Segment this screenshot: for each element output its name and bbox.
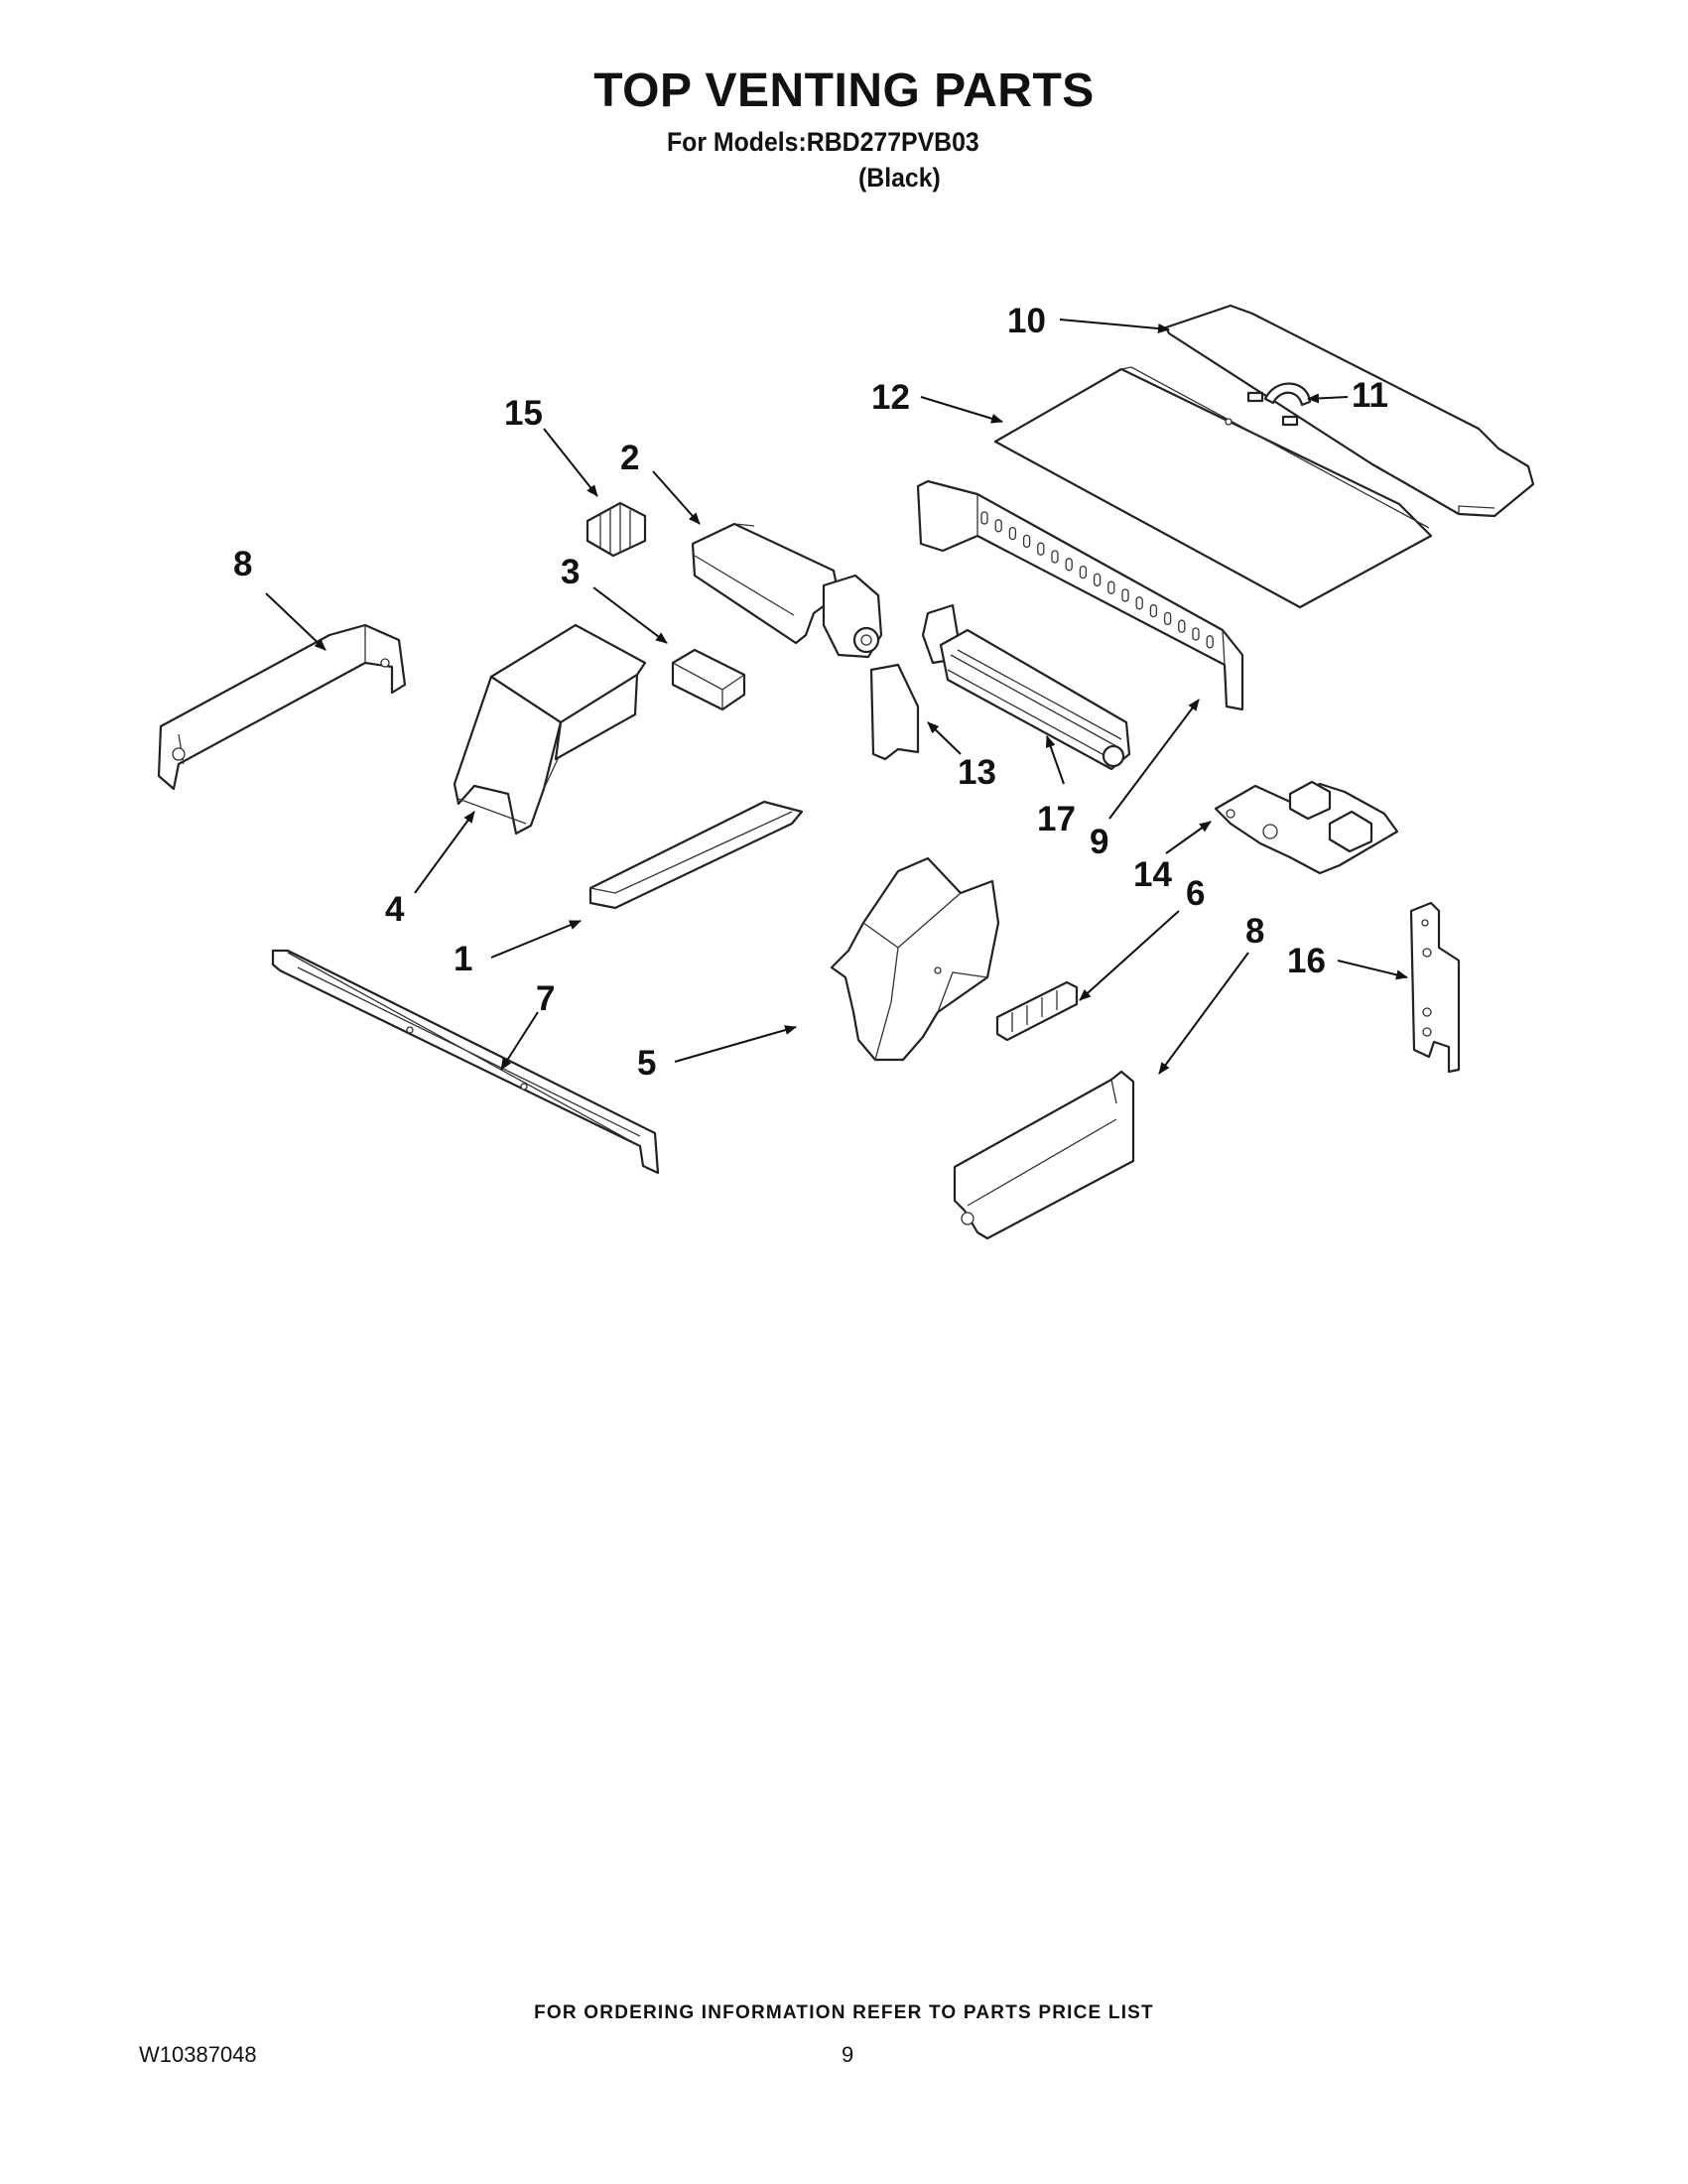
callout-label-14: 14 xyxy=(1133,855,1172,894)
callout-label-1: 1 xyxy=(454,940,472,978)
part-14-mounting-bracket xyxy=(1214,780,1399,875)
leader-arrow-12 xyxy=(920,396,1003,424)
vent-slot xyxy=(1149,603,1158,618)
leader-arrow-14 xyxy=(1165,821,1212,854)
leader-arrow-7 xyxy=(500,1011,539,1071)
callout-label-17: 17 xyxy=(1037,800,1076,838)
leader-arrow-10 xyxy=(1059,319,1170,333)
leader-arrow-1 xyxy=(490,920,582,959)
callout-label-7: 7 xyxy=(536,979,555,1018)
part-10-top-cover xyxy=(1164,304,1535,518)
callout-label-8-left: 8 xyxy=(233,545,252,583)
part-5-duct-shield xyxy=(830,856,1000,1062)
leader-arrows xyxy=(265,319,1408,1075)
vent-slot xyxy=(1022,534,1031,549)
vent-slot xyxy=(1107,580,1115,594)
document-number: W10387048 xyxy=(139,2042,257,2067)
leader-arrow-15 xyxy=(543,428,598,497)
model-subtitle: For Models:RBD277PVB03 xyxy=(667,127,979,157)
vent-slot xyxy=(1135,596,1143,610)
part-16-small-bracket xyxy=(1409,901,1461,1074)
part-12-vent-panel xyxy=(993,366,1433,609)
part-4-duct xyxy=(453,623,647,835)
part-17-blower xyxy=(921,603,1131,771)
vent-slot xyxy=(980,511,988,525)
leader-arrow-5 xyxy=(674,1025,797,1063)
leader-arrow-9 xyxy=(1108,699,1200,820)
callout-label-8-right: 8 xyxy=(1245,912,1264,951)
part-1-strip xyxy=(588,800,804,910)
leader-arrow-13 xyxy=(927,721,962,755)
part-2-fan-motor-assembly xyxy=(691,522,883,659)
vent-slot xyxy=(994,519,1002,533)
callout-label-5: 5 xyxy=(637,1044,656,1083)
callout-label-15: 15 xyxy=(504,394,543,433)
vent-slot xyxy=(1051,550,1059,564)
vent-slot xyxy=(1206,635,1214,649)
callout-label-4: 4 xyxy=(385,890,405,929)
part-8-right-side-bracket xyxy=(953,1070,1135,1240)
leader-arrow-16 xyxy=(1337,960,1408,980)
ordering-info-footer: FOR ORDERING INFORMATION REFER TO PARTS … xyxy=(534,2002,1154,2023)
leader-arrow-4 xyxy=(414,811,475,894)
callout-label-12: 12 xyxy=(871,378,910,417)
vent-slot xyxy=(1121,588,1129,602)
callout-label-13: 13 xyxy=(958,753,996,792)
callout-label-16: 16 xyxy=(1287,942,1326,980)
callout-label-9: 9 xyxy=(1090,823,1108,861)
vent-slot xyxy=(1192,627,1200,641)
vent-slot xyxy=(1037,542,1045,556)
callout-label-2: 2 xyxy=(620,439,639,477)
page-title: TOP VENTING PARTS xyxy=(593,64,1095,117)
leader-arrow-3 xyxy=(592,586,668,644)
page-number: 9 xyxy=(842,2042,854,2067)
part-11-clip xyxy=(1246,382,1312,427)
leader-arrow-11 xyxy=(1307,393,1349,404)
part-7-long-rail xyxy=(271,949,660,1175)
part-6-connector xyxy=(995,980,1079,1042)
leader-arrow-17 xyxy=(1045,735,1065,785)
vent-slot xyxy=(1079,565,1088,579)
callout-label-10: 10 xyxy=(1007,302,1046,340)
leader-arrow-8-right xyxy=(1158,952,1249,1075)
callout-label-11: 11 xyxy=(1352,376,1388,415)
vent-slot xyxy=(1008,526,1017,541)
leader-arrow-6 xyxy=(1079,910,1180,1001)
part-15-terminal-block xyxy=(585,501,647,558)
vent-slot xyxy=(1163,611,1172,626)
part-3-foam-block xyxy=(671,648,746,711)
vent-slot xyxy=(1093,573,1102,587)
callout-label-3: 3 xyxy=(561,553,580,591)
model-color: (Black) xyxy=(858,163,941,193)
callout-label-6: 6 xyxy=(1186,874,1205,913)
part-8-left-side-bracket xyxy=(157,623,407,791)
vent-slot xyxy=(1178,619,1186,633)
leader-arrow-2 xyxy=(652,470,701,525)
vent-slot xyxy=(1065,558,1073,572)
part-13-shield xyxy=(869,663,920,761)
part-9-perforated-bracket xyxy=(916,479,1244,711)
leader-arrow-8-left xyxy=(265,592,326,651)
